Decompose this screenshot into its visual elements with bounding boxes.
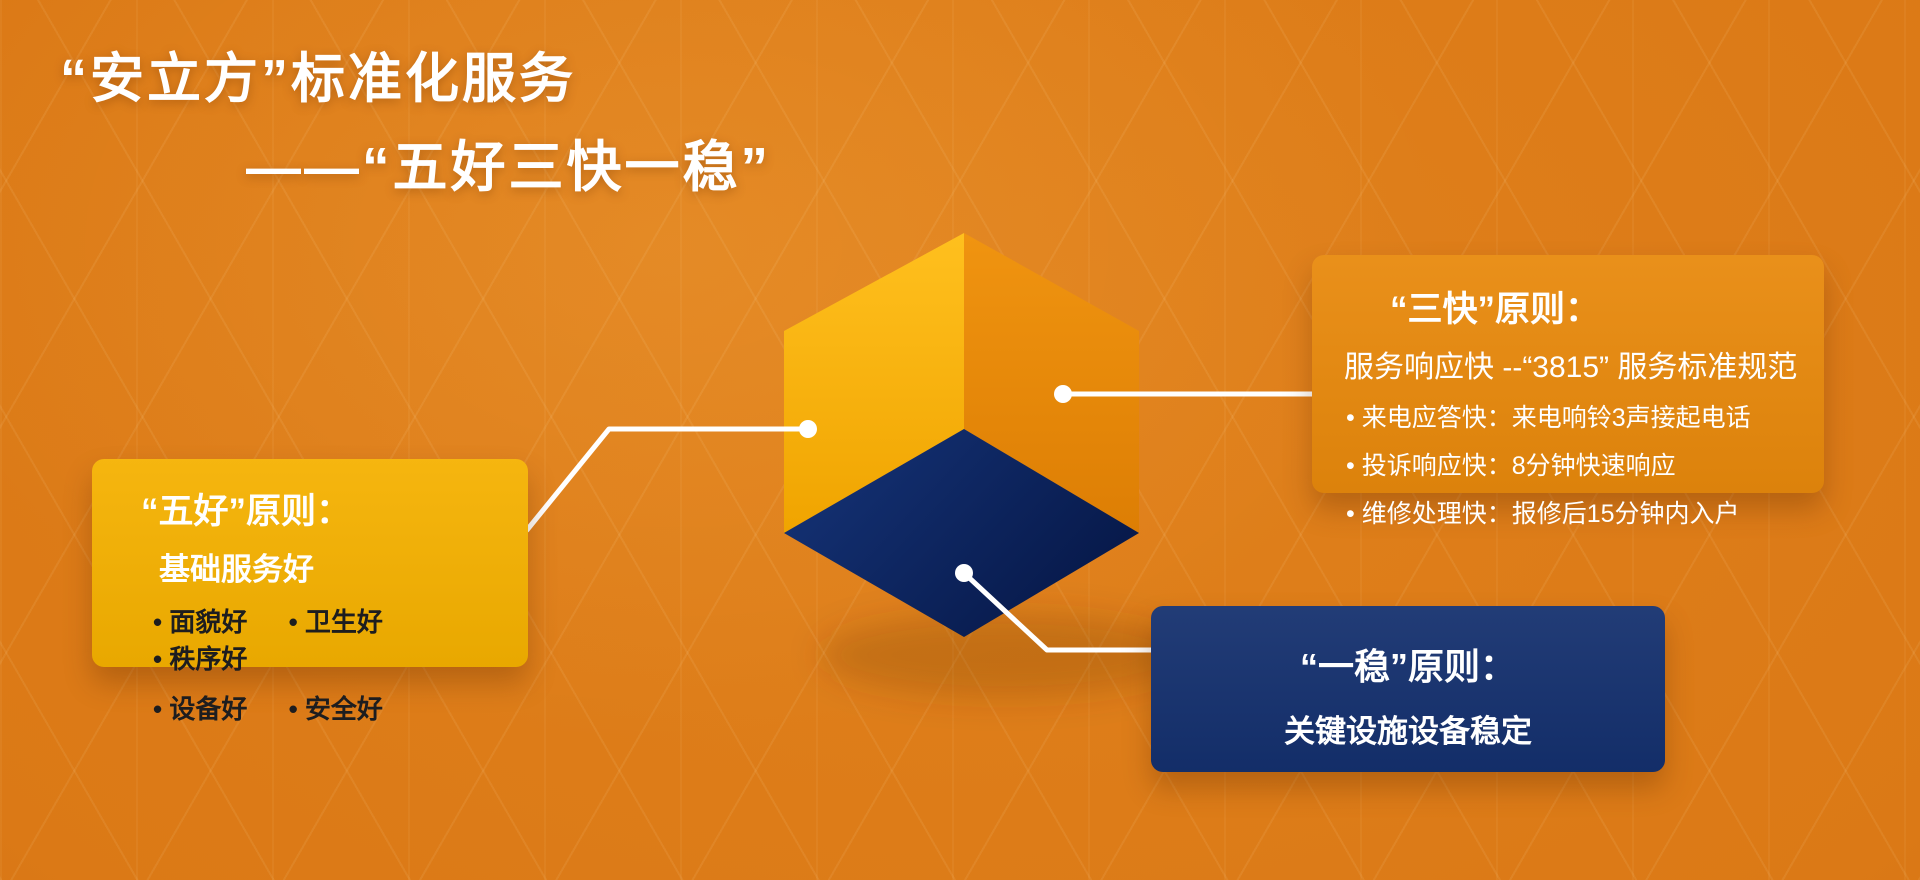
bullet-item: • 面貌好 [153,607,248,637]
connector-dot-bottom [955,564,973,582]
bullet-item: • 维修处理快：报修后15分钟内入户 [1346,500,1740,528]
bullet-item: • 来电应答快：来电响铃3声接起电话 [1346,404,1751,432]
connector-left [524,426,811,533]
bullet-item: • 秩序好 [153,644,248,674]
cube-right-face [964,233,1139,533]
three-fast-panel: “三快”原则： 服务响应快 --“3815” 服务标准规范 • 来电应答快：来电… [1312,255,1824,528]
five-good-subtitle: 基础服务好 [159,552,314,587]
title-line1: “安立方”标准化服务 [60,49,576,109]
three-fast-title: “三快”原则： [1390,290,1601,329]
cube-shadow [820,613,1190,697]
cube-bottom-face [784,429,1139,637]
one-stable-panel: “一稳”原则： 关键设施设备稳定 [1151,606,1665,772]
cube-left-face [784,233,964,533]
connector-dot-right [1054,385,1072,403]
five-good-bullet-row-1: • 面貌好 • 卫生好 • 秩序好 [153,602,504,676]
connector-bottom [961,570,1154,653]
bullet-item: • 卫生好 [288,607,383,637]
bullet-item: • 投诉响应快：8分钟快速响应 [1346,452,1676,480]
bullet-item: • 安全好 [288,694,383,724]
bullet-item: • 设备好 [153,694,248,724]
connector-dot-left [799,420,817,438]
three-fast-subtitle: 服务响应快 --“3815” 服务标准规范 [1344,351,1798,384]
five-good-bullet-row-2: • 设备好 • 安全好 [153,689,504,726]
one-stable-title: “一稳”原则： [1299,646,1516,687]
one-stable-subtitle: 关键设施设备稳定 [1284,714,1532,749]
slide-title: “安立方”标准化服务 ——“五好三快一稳” [60,49,772,199]
five-good-panel: “五好”原则： 基础服务好 • 面貌好 • 卫生好 • 秩序好 • 设备好 • … [92,459,528,724]
five-good-title: “五好”原则： [141,492,352,531]
title-line2: ——“五好三快一稳” [246,136,772,199]
